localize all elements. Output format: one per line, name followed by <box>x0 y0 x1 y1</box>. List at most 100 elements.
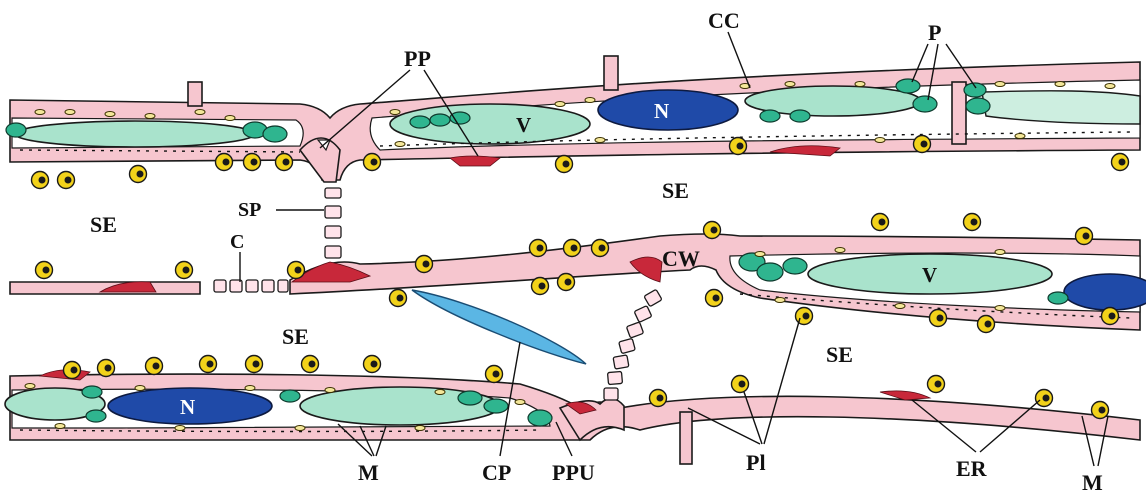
mitochondria-layer <box>24 81 1116 431</box>
leader-pl-2 <box>743 391 763 445</box>
mitochondrion <box>294 425 306 431</box>
mitochondrion <box>994 249 1006 255</box>
callose-block <box>229 279 243 293</box>
label-se-middle: SE <box>282 324 309 349</box>
sieve-plate-segment <box>603 387 619 401</box>
plastid <box>912 95 938 113</box>
p-protein-body-core <box>422 260 430 268</box>
p-protein-body-core <box>1042 394 1050 402</box>
nucleus-middle <box>1063 273 1146 311</box>
plastid <box>81 385 103 399</box>
red-deposit <box>769 145 841 157</box>
mitochondrion <box>64 109 76 115</box>
nucleus-top <box>597 89 739 131</box>
top-wall-stub-2 <box>603 55 619 91</box>
plastids-middle <box>738 252 1069 305</box>
er-line <box>19 149 301 153</box>
plastid <box>409 115 431 129</box>
p-protein-body-core <box>1098 406 1106 414</box>
mitochondrion <box>134 385 146 391</box>
p-protein-body-core <box>38 176 46 184</box>
label-ppu: PPU <box>552 460 595 485</box>
p-protein-body-core <box>294 266 302 274</box>
label-se-top: SE <box>662 178 689 203</box>
plastid <box>262 125 288 143</box>
p-protein-body-core <box>934 380 942 388</box>
label-cp: CP <box>482 460 511 485</box>
p-protein-body-core <box>206 360 214 368</box>
p-protein-body-core <box>570 244 578 252</box>
nucleus-bottom <box>107 387 273 425</box>
p-protein-body-core <box>64 176 72 184</box>
label-se-left: SE <box>90 212 117 237</box>
leader-pp-2 <box>423 69 479 157</box>
plastid <box>895 78 921 94</box>
plastids-bottom <box>81 385 553 427</box>
plastid <box>789 109 811 123</box>
leader-pl-3 <box>763 317 801 445</box>
p-protein-body-core <box>308 360 316 368</box>
callose-row <box>213 279 289 293</box>
vacuole-bottom-left <box>4 387 106 421</box>
mitochondrion <box>784 81 796 87</box>
p-protein-body-core <box>598 244 606 252</box>
p-protein-body-core <box>252 360 260 368</box>
leader-m-4 <box>1081 415 1095 467</box>
mitochondrion <box>854 81 866 87</box>
mitochondrion <box>194 109 206 115</box>
p-protein-body-core <box>712 294 720 302</box>
p-protein-body-core <box>282 158 290 166</box>
plastid <box>5 122 27 138</box>
label-n-bottom: N <box>180 395 195 419</box>
plastid <box>756 262 784 282</box>
label-c: C <box>230 231 244 253</box>
callose-block <box>245 279 259 293</box>
leader-m-2 <box>359 425 375 457</box>
plastids-top <box>5 78 991 143</box>
p-protein-body-core <box>936 314 944 322</box>
leader-pp-1 <box>319 69 411 149</box>
mitochondrion <box>174 425 186 431</box>
mitochondrion <box>144 113 156 119</box>
p-protein-body-core <box>878 218 886 226</box>
red-deposit <box>98 281 157 293</box>
mitochondrion <box>34 109 46 115</box>
leader-er-1 <box>911 399 977 453</box>
top-cross-wall <box>951 81 967 145</box>
mitochondrion <box>224 115 236 121</box>
leader-p-2 <box>927 43 939 101</box>
p-protein-body-core <box>920 140 928 148</box>
label-cc: CC <box>708 8 740 33</box>
p-protein-body-core <box>1118 158 1126 166</box>
leader-m-3 <box>375 425 387 457</box>
sieve-plate-segment <box>607 370 623 386</box>
leader-er-2 <box>979 399 1041 453</box>
mitochondrion <box>1054 81 1066 87</box>
mitochondrion <box>24 383 36 389</box>
sieve-plate-segment <box>324 245 342 259</box>
p-protein-body-core <box>736 142 744 150</box>
mitochondrion <box>754 251 766 257</box>
plastid <box>738 252 766 272</box>
er-cisternae <box>19 131 1131 433</box>
label-n-top: N <box>654 99 669 123</box>
p-protein-body-core <box>538 282 546 290</box>
plastid <box>429 113 451 127</box>
sieve-plate-segment <box>324 225 342 239</box>
label-m-left: M <box>358 460 379 485</box>
label-p: P <box>928 20 941 45</box>
p-protein-body-core <box>1082 232 1090 240</box>
red-deposit <box>879 390 932 401</box>
vacuole-middle-v <box>807 253 1053 295</box>
mitochondrion <box>1014 133 1026 139</box>
mitochondrion <box>414 425 426 431</box>
p-protein-body-core <box>1108 312 1116 320</box>
top-wall-stub-1 <box>187 81 203 107</box>
p-protein-body-core <box>492 370 500 378</box>
labels: PP CC P SE SE SE SE SP C CW V V N N M CP… <box>90 8 1103 495</box>
plastid <box>449 111 471 125</box>
mitochondrion <box>594 137 606 143</box>
sieve-plate-vertical <box>324 187 342 259</box>
